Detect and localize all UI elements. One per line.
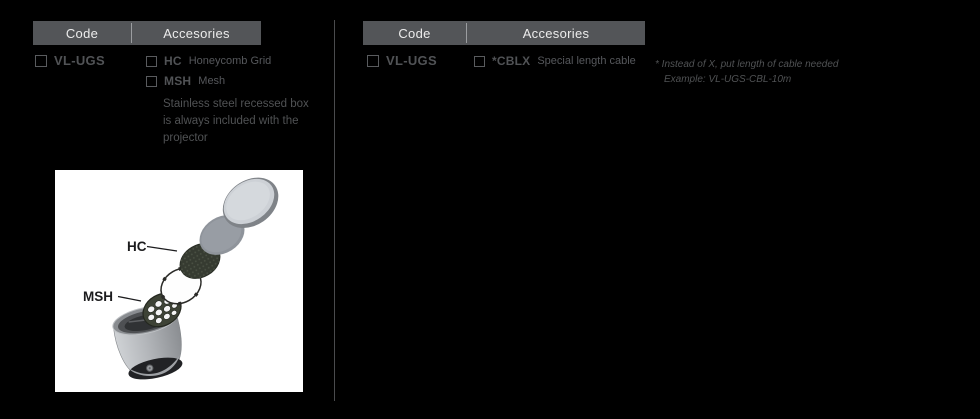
checkbox-hc[interactable] <box>146 55 157 67</box>
hc-pointer-line <box>146 245 178 252</box>
msh-figure-label: MSH <box>83 289 113 304</box>
left-header-accessories: Accesories <box>163 25 230 41</box>
checkbox-left-vl-ugs[interactable] <box>35 54 47 67</box>
left-code-label: VL-UGS <box>54 53 105 68</box>
note-line-1: Stainless steel recessed box <box>163 98 309 110</box>
note-line-2: is always included with the <box>163 115 299 127</box>
footnote-line-1: * Instead of X, put length of cable need… <box>655 59 839 70</box>
left-code-row: VL-UGS <box>35 53 105 68</box>
accessory-item-hc: HC Honeycomb Grid <box>146 54 271 68</box>
accessory-code-hc: HC <box>164 54 182 68</box>
checkbox-cblx[interactable] <box>474 55 485 67</box>
left-table-header: Code Accesories <box>33 21 261 45</box>
accessory-label-special-length-cable: Special length cable <box>537 55 636 67</box>
header-divider <box>466 23 467 43</box>
msh-pointer-line <box>117 295 142 302</box>
note-line-3: projector <box>163 132 208 144</box>
lens-disc <box>222 177 279 229</box>
section-divider <box>334 20 335 401</box>
hc-figure-label: HC <box>127 239 147 254</box>
right-code-row: VL-UGS <box>367 53 437 68</box>
projector-exploded-svg: HC MSH <box>83 177 279 380</box>
right-header-code: Code <box>398 25 431 41</box>
right-table-header: Code Accesories <box>363 21 645 45</box>
footnote-line-2: Example: VL-UGS-CBL-10m <box>664 74 792 85</box>
left-header-code: Code <box>65 25 99 41</box>
projector-exploded-figure: HC MSH <box>55 170 303 392</box>
checkbox-msh[interactable] <box>146 75 157 87</box>
accessory-code-msh: MSH <box>164 74 192 88</box>
accessory-label-mesh: Mesh <box>198 75 226 87</box>
accessory-item-msh: MSH Mesh <box>146 74 271 88</box>
header-divider <box>131 23 132 43</box>
cable-footnote: * Instead of X, put length of cable need… <box>655 57 838 87</box>
accessory-code-cblx: *CBLX <box>492 54 531 68</box>
recessed-box-note: Stainless steel recessed box is always i… <box>163 96 309 147</box>
accessory-item-cblx: *CBLX Special length cable <box>474 54 636 68</box>
left-accessories-list: HC Honeycomb Grid MSH Mesh <box>146 54 271 88</box>
accessory-label-honeycomb-grid: Honeycomb Grid <box>188 55 272 67</box>
right-accessories-list: *CBLX Special length cable <box>474 54 636 68</box>
right-code-label: VL-UGS <box>386 53 437 68</box>
checkbox-right-vl-ugs[interactable] <box>367 54 379 67</box>
right-header-accessories: Accesories <box>522 25 590 41</box>
